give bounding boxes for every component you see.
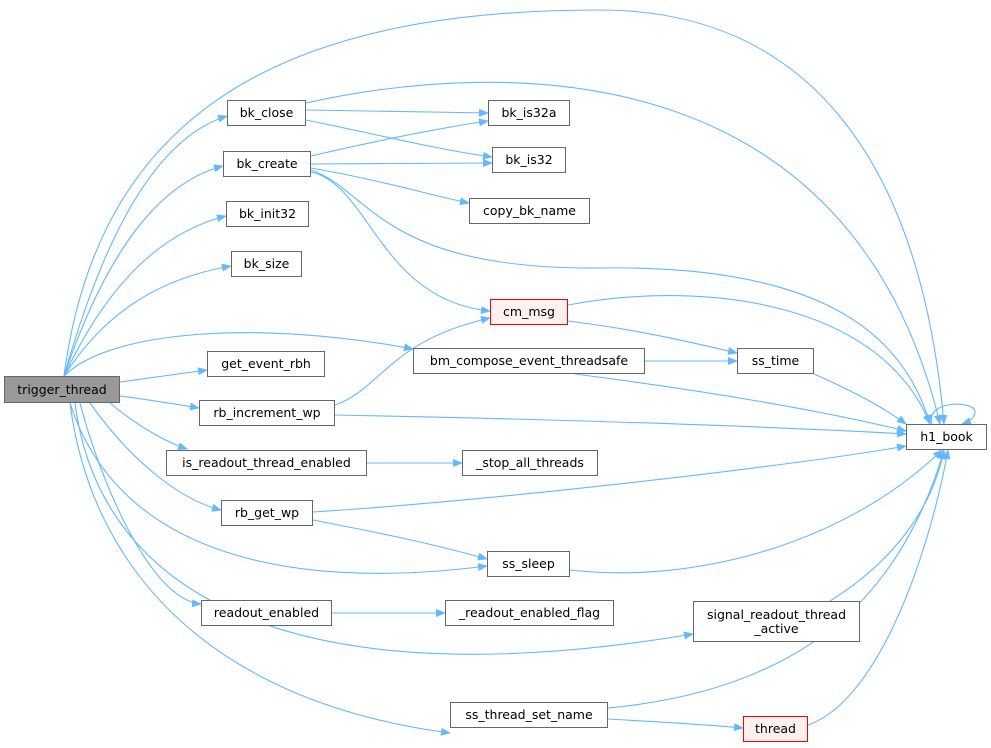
call-edge bbox=[109, 402, 188, 450]
call-edge bbox=[63, 263, 232, 377]
call-edge bbox=[574, 373, 907, 433]
node-label: h1_book bbox=[920, 429, 973, 444]
node-label: bk_is32 bbox=[505, 152, 553, 167]
call-edge bbox=[310, 118, 489, 157]
node-label: rb_increment_wp bbox=[213, 405, 321, 420]
call-edge bbox=[305, 81, 942, 425]
node-copy-bk-name[interactable]: copy_bk_name bbox=[469, 198, 590, 224]
node-bk-init32[interactable]: bk_init32 bbox=[226, 201, 309, 227]
node-readout-enabled-flag[interactable]: _readout_enabled_flag bbox=[445, 600, 614, 626]
call-edge bbox=[305, 119, 493, 160]
call-edge bbox=[334, 414, 907, 438]
node-bk-size[interactable]: bk_size bbox=[231, 251, 302, 277]
node-ss-sleep[interactable]: ss_sleep bbox=[487, 551, 570, 577]
call-edge bbox=[813, 373, 907, 425]
node-trigger-thread: trigger_thread bbox=[4, 376, 120, 403]
node-bm-compose-event-threadsafe[interactable]: bm_compose_event_threadsafe bbox=[413, 348, 645, 374]
call-edge bbox=[312, 443, 907, 513]
call-edge bbox=[119, 395, 200, 411]
node-label: copy_bk_name bbox=[483, 203, 576, 218]
node-bk-close[interactable]: bk_close bbox=[227, 100, 306, 126]
node-rb-increment-wp[interactable]: rb_increment_wp bbox=[199, 400, 335, 426]
call-edge bbox=[312, 519, 488, 561]
call-edge bbox=[569, 449, 943, 574]
node-label: bk_close bbox=[239, 105, 294, 120]
node-h1-book[interactable]: h1_book bbox=[906, 424, 987, 450]
node-thread[interactable]: thread bbox=[743, 716, 808, 742]
node-cm-msg[interactable]: cm_msg bbox=[490, 299, 568, 325]
call-edge bbox=[63, 214, 227, 377]
node-label: _stop_all_threads bbox=[476, 455, 584, 470]
call-edge bbox=[607, 449, 946, 709]
node-label: bk_init32 bbox=[238, 206, 297, 221]
node-label: bk_is32a bbox=[501, 105, 557, 120]
node-stop-all-threads[interactable]: _stop_all_threads bbox=[462, 450, 598, 476]
call-edge bbox=[807, 449, 951, 726]
call-edge bbox=[930, 403, 976, 425]
call-edge bbox=[89, 402, 222, 512]
node-label: ss_thread_set_name bbox=[465, 707, 593, 722]
node-label: trigger_thread bbox=[17, 381, 107, 397]
node-label: rb_get_wp bbox=[234, 505, 300, 520]
call-edge bbox=[119, 367, 208, 383]
call-edge bbox=[567, 295, 931, 425]
node-readout-enabled[interactable]: readout_enabled bbox=[201, 600, 332, 626]
call-edge bbox=[310, 171, 491, 315]
call-edge bbox=[63, 114, 228, 377]
call-edge bbox=[79, 402, 202, 608]
node-label: ss_sleep bbox=[502, 556, 555, 571]
call-edge bbox=[63, 9, 948, 425]
node-ss-time[interactable]: ss_time bbox=[737, 348, 814, 374]
call-edge bbox=[69, 402, 488, 574]
node-label: is_readout_thread_enabled bbox=[182, 455, 351, 470]
call-edge bbox=[567, 320, 738, 355]
node-bk-create[interactable]: bk_create bbox=[223, 151, 311, 177]
node-label: ss_time bbox=[751, 353, 800, 368]
node-label: bm_compose_event_threadsafe bbox=[429, 353, 629, 368]
call-edge bbox=[607, 718, 744, 732]
node-bk-is32a[interactable]: bk_is32a bbox=[488, 100, 570, 126]
call-edge bbox=[63, 332, 414, 377]
call-edge bbox=[334, 316, 491, 406]
call-edge bbox=[310, 169, 932, 425]
call-edge bbox=[310, 167, 470, 206]
node-ss-thread-set-name[interactable]: ss_thread_set_name bbox=[450, 702, 608, 728]
node-label: bk_create bbox=[236, 156, 298, 171]
node-get-event-rbh[interactable]: get_event_rbh bbox=[207, 351, 325, 377]
node-label-line2: _active bbox=[754, 620, 799, 636]
node-label: readout_enabled bbox=[213, 605, 320, 620]
node-label: thread bbox=[755, 721, 796, 736]
call-edge bbox=[305, 108, 489, 117]
node-label: cm_msg bbox=[503, 304, 555, 319]
node-label: _readout_enabled_flag bbox=[458, 605, 601, 620]
call-edge bbox=[310, 159, 493, 168]
node-is-readout-thread-enabled[interactable]: is_readout_thread_enabled bbox=[166, 450, 367, 476]
node-label: bk_size bbox=[243, 256, 290, 271]
node-signal-readout-thread-active[interactable]: signal_readout_thread_active bbox=[693, 601, 860, 642]
call-edge bbox=[69, 402, 451, 736]
call-edge bbox=[829, 449, 947, 602]
node-label-line1: signal_readout_thread bbox=[706, 606, 847, 622]
node-bk-is32[interactable]: bk_is32 bbox=[492, 147, 566, 173]
node-rb-get-wp[interactable]: rb_get_wp bbox=[221, 500, 313, 526]
call-edge bbox=[63, 164, 224, 377]
node-label: get_event_rbh bbox=[221, 356, 311, 371]
